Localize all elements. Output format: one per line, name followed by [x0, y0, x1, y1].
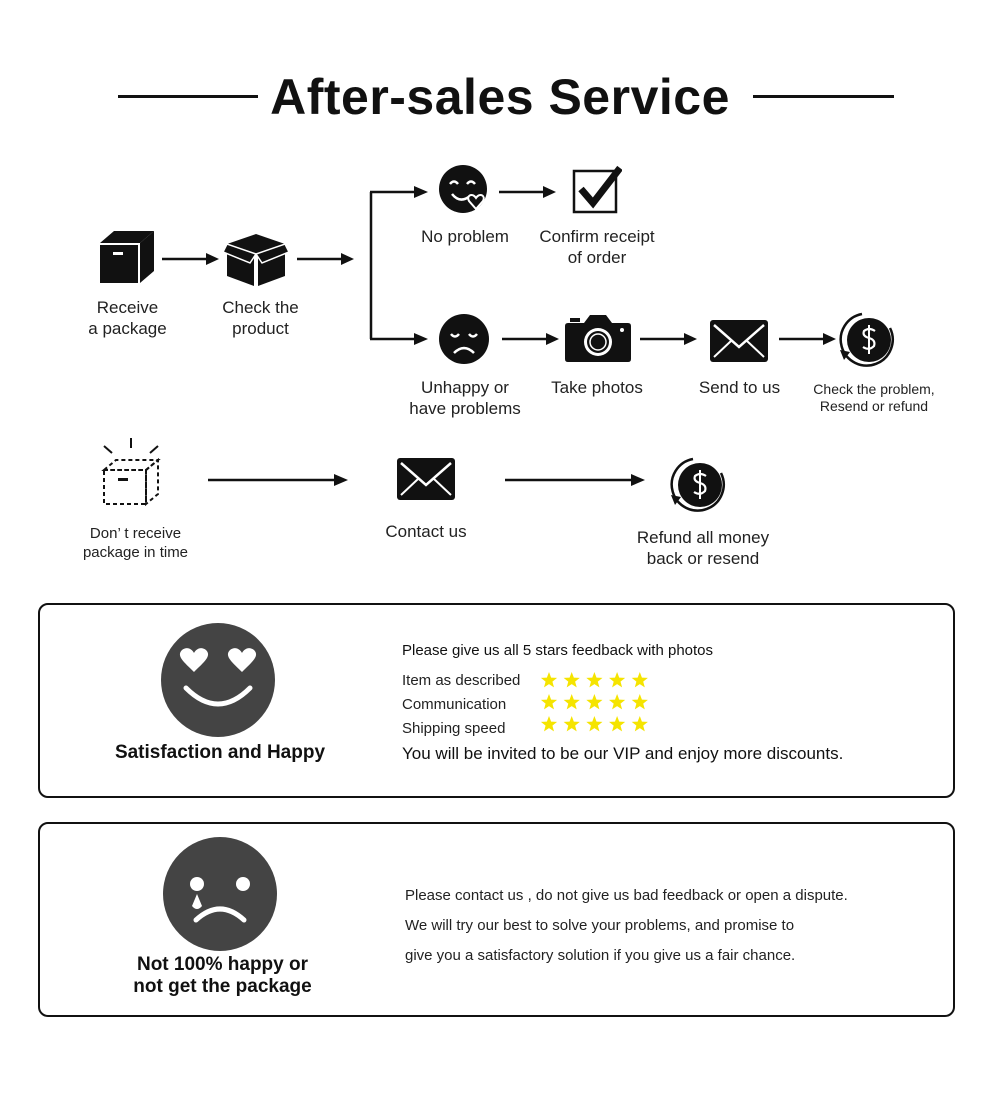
star-icon	[609, 694, 626, 710]
unhappy-title: Not 100% happy or not get the package	[133, 954, 312, 997]
star-icon	[609, 672, 626, 688]
star-icon	[586, 716, 603, 732]
star-icon	[563, 672, 580, 688]
crying-face-icon	[163, 837, 277, 951]
refund-money-icon	[670, 457, 725, 512]
contact-line-3: give you a satisfactory solution if you …	[405, 947, 796, 964]
star-icon	[586, 694, 603, 710]
rating-label-communication: Communication	[402, 696, 507, 713]
stars-shipping-speed	[540, 716, 648, 732]
happy-title: Satisfaction and Happy	[114, 742, 326, 763]
unhappy-label: Unhappy or have problems	[409, 378, 521, 418]
checkbox-checked-icon	[572, 165, 622, 214]
confirm-receipt-label: Confirm receipt of order	[539, 227, 655, 267]
star-icon	[540, 694, 558, 710]
arrow-right-3	[499, 186, 556, 198]
refund-label: Refund all money back or resend	[636, 528, 770, 568]
arrow-right-5	[640, 333, 697, 345]
star-icon	[631, 716, 648, 732]
envelope-icon	[710, 320, 768, 362]
receive-package-label: Receive a package	[88, 298, 167, 338]
camera-icon	[565, 315, 631, 362]
contact-envelope-icon	[397, 458, 455, 500]
happy-feedback-panel: Satisfaction and Happy Please give us al…	[38, 603, 955, 798]
contact-line-2: We will try our best to solve your probl…	[405, 917, 795, 934]
unhappy-contact-panel: Not 100% happy or not get the package Pl…	[38, 822, 955, 1017]
refund-dollar-icon	[839, 312, 894, 367]
arrow-right-6	[779, 333, 836, 345]
vip-text: You will be invited to be our VIP and en…	[402, 744, 844, 763]
feedback-heading: Please give us all 5 stars feedback with…	[402, 642, 714, 659]
arrow-right-4	[502, 333, 559, 345]
star-icon	[540, 716, 558, 732]
star-icon	[563, 694, 580, 710]
open-box-icon	[223, 234, 289, 286]
branch-connector	[369, 186, 428, 345]
contact-us-label: Contact us	[385, 522, 467, 541]
stars-item-as-described	[540, 672, 648, 688]
contact-line-1: Please contact us , do not give us bad f…	[405, 887, 848, 904]
arrow-right-2	[297, 253, 354, 265]
arrow-right-1	[162, 253, 219, 265]
arrow-right-8	[505, 474, 645, 486]
star-icon	[609, 716, 626, 732]
page-title: After-sales Service	[270, 69, 730, 125]
check-product-label: Check the product	[222, 298, 299, 338]
star-icon	[631, 672, 648, 688]
dont-receive-label: Don’ t receive package in time	[82, 525, 189, 561]
stars-communication	[540, 694, 648, 710]
heart-eyes-face-icon	[161, 623, 275, 737]
title-rule-left	[118, 95, 258, 98]
check-problem-label: Check the problem, Resend or refund	[813, 381, 935, 414]
star-icon	[631, 694, 648, 710]
rating-label-shipping: Shipping speed	[402, 720, 506, 737]
no-problem-label: No problem	[421, 227, 509, 246]
title-rule-right	[753, 95, 894, 98]
take-photos-label: Take photos	[551, 378, 643, 397]
sad-face-icon	[439, 314, 489, 364]
rating-label-item: Item as described	[402, 672, 521, 689]
missing-package-icon	[101, 438, 161, 507]
smiley-heart-icon	[439, 165, 487, 213]
star-icon	[563, 716, 580, 732]
send-to-us-label: Send to us	[698, 378, 781, 397]
package-box-icon	[100, 231, 154, 283]
star-icon	[540, 672, 558, 688]
arrow-right-7	[208, 474, 348, 486]
star-icon	[586, 672, 603, 688]
